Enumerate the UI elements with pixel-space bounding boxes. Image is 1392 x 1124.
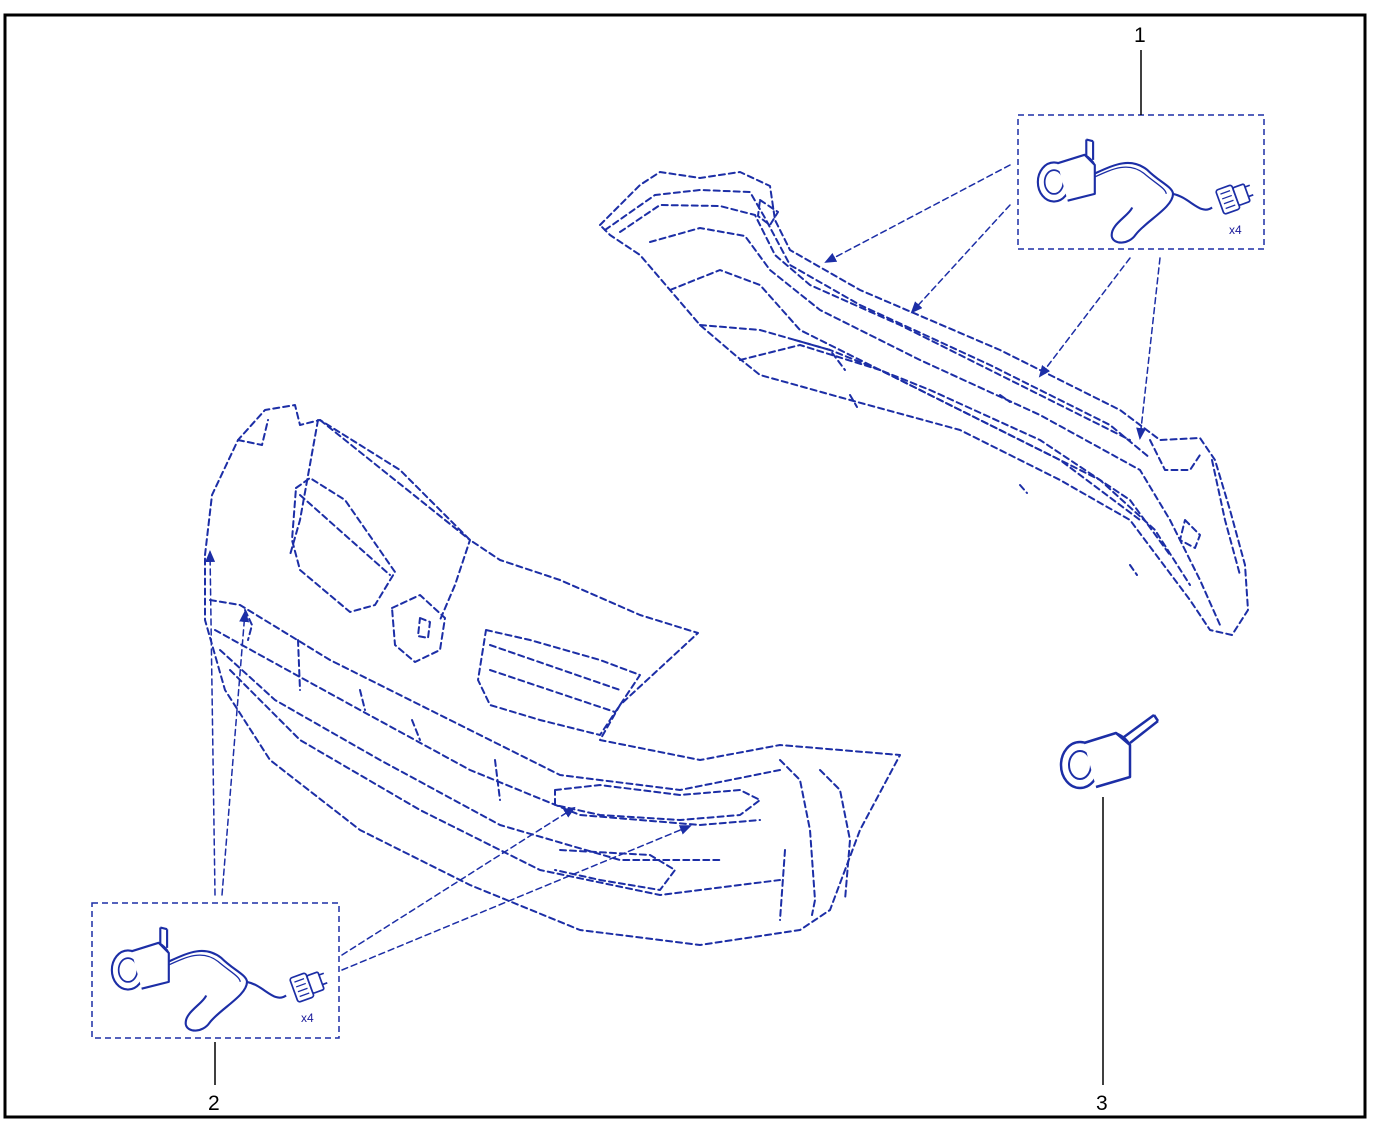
parking-sensor-icon bbox=[1059, 713, 1160, 790]
callout-3: 3 bbox=[1096, 1092, 1108, 1115]
front-bumper-outline bbox=[204, 404, 901, 946]
kit-2-arrows bbox=[205, 550, 692, 971]
kit-2-quantity: x4 bbox=[301, 1011, 314, 1025]
callout-2: 2 bbox=[208, 1092, 220, 1115]
kit-1-quantity: x4 bbox=[1229, 223, 1242, 237]
sensor-kit-2: x4 bbox=[91, 902, 340, 1039]
sensor-kit-1: x4 bbox=[1017, 114, 1265, 250]
rear-bumper-outline bbox=[599, 171, 1249, 636]
kit-1-arrows bbox=[824, 164, 1161, 440]
callout-1: 1 bbox=[1134, 24, 1146, 47]
